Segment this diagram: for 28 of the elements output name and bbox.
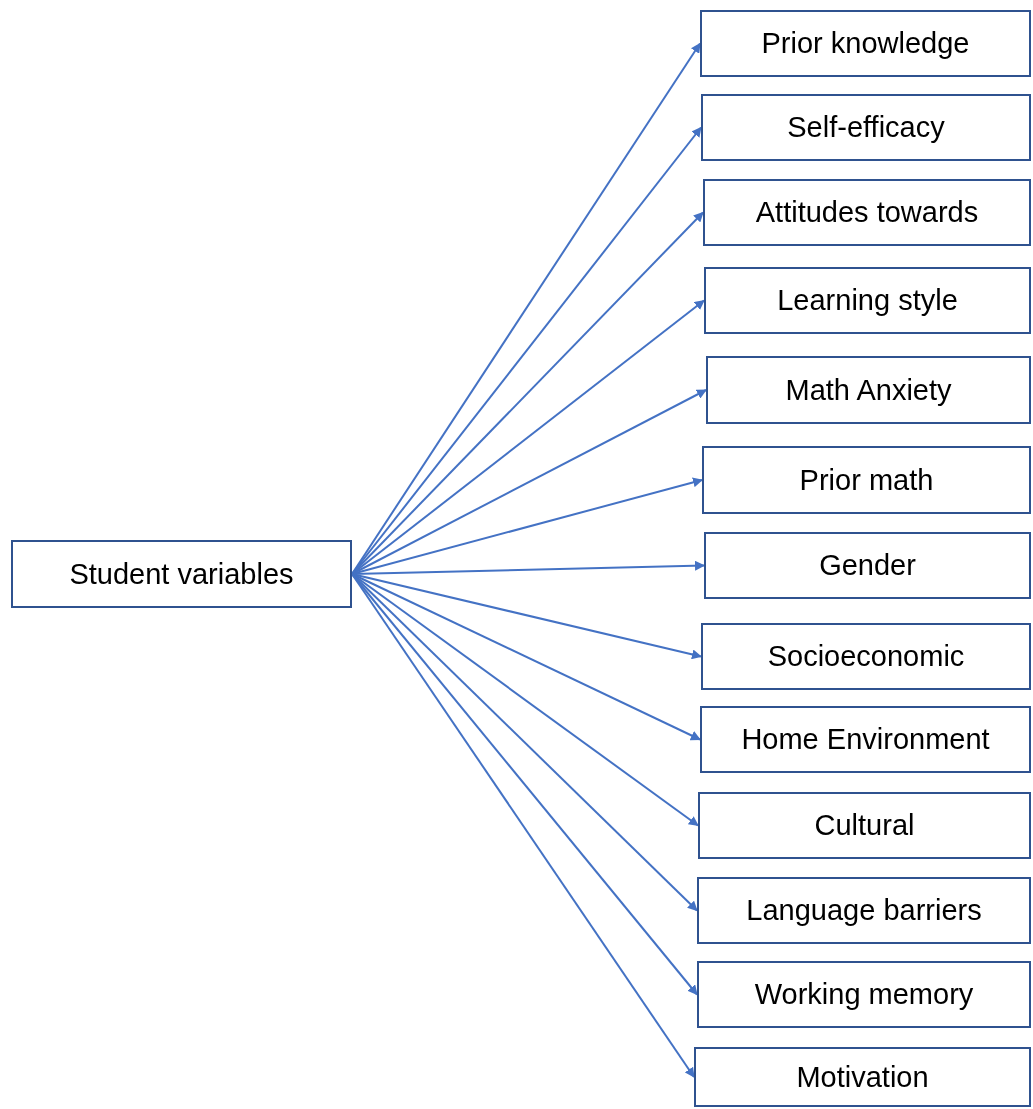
box-label: Student variables	[69, 557, 294, 591]
box-label: Self-efficacy	[787, 111, 945, 144]
variable-box	[704, 267, 1031, 334]
box-label: Cultural	[814, 809, 915, 842]
variable-box	[701, 623, 1031, 690]
box-label: Prior knowledge	[761, 27, 970, 60]
box-label: Language barriers	[746, 894, 982, 927]
variable-box	[700, 706, 1031, 773]
box-label: Gender	[819, 549, 916, 582]
variable-box	[11, 540, 352, 608]
box-label: Attitudes towards	[755, 196, 979, 229]
variable-box	[700, 10, 1031, 77]
variable-box	[703, 179, 1031, 246]
box-label: Socioeconomic	[767, 640, 965, 673]
box-label: Motivation	[796, 1060, 929, 1094]
variable-box	[704, 532, 1031, 599]
box-label: Working memory	[754, 978, 974, 1011]
box-label: Learning style	[777, 284, 958, 317]
variable-box	[702, 446, 1031, 514]
variable-box	[697, 877, 1031, 944]
variable-box	[698, 792, 1031, 859]
variable-box	[706, 356, 1031, 424]
variable-box	[694, 1047, 1031, 1107]
box-label: Prior math	[799, 463, 934, 497]
box-label: Math Anxiety	[785, 373, 952, 407]
variable-box	[701, 94, 1031, 161]
box-label: Home Environment	[741, 723, 990, 756]
variable-box	[697, 961, 1031, 1028]
